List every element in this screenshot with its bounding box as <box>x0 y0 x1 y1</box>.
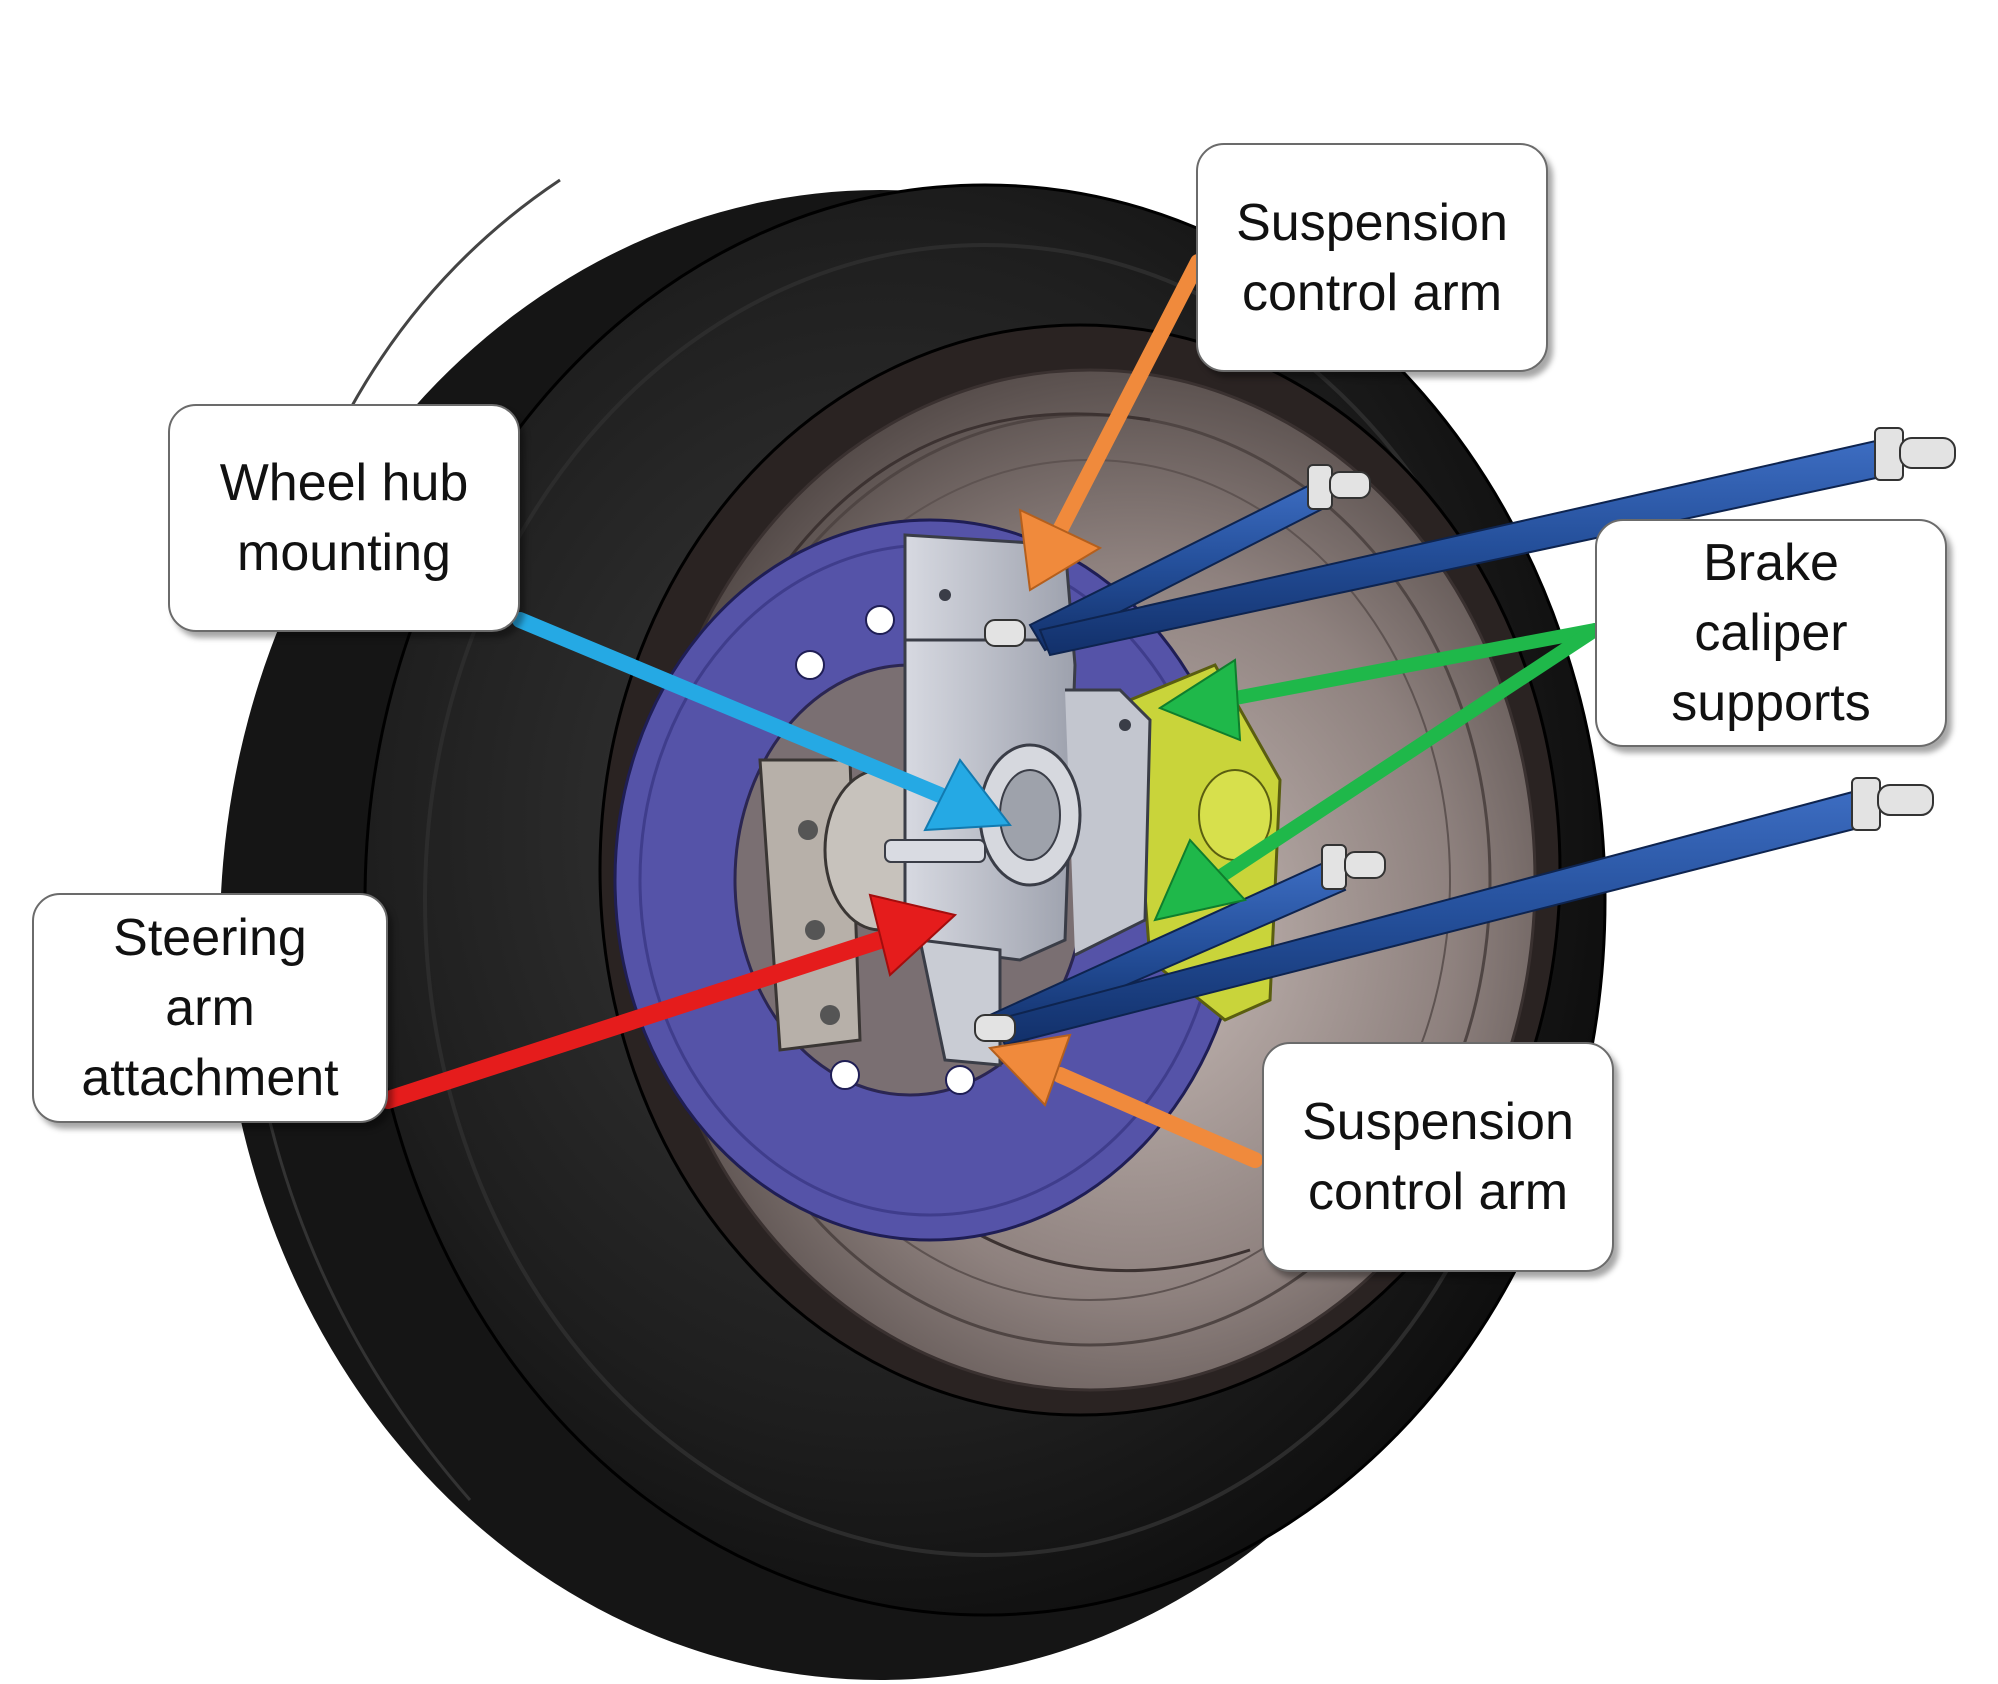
arrow-brake-caliper <box>1153 623 1602 922</box>
callout-line: Wheel hub <box>219 454 469 512</box>
callout-line: Suspension <box>1302 1093 1574 1151</box>
callout-steering-arm-attachment: Steering arm attachment <box>32 893 388 1123</box>
control-arms <box>974 427 1956 1047</box>
arrow-steering-arm <box>379 893 958 1109</box>
callout-line: arm <box>165 979 255 1037</box>
callout-line: caliper <box>1694 604 1848 662</box>
callout-line: supports <box>1671 674 1871 732</box>
callout-wheel-hub-mounting: Wheel hub mounting <box>168 404 520 632</box>
callout-line: Steering <box>113 909 307 967</box>
arrow-wheel-hub <box>512 612 1012 832</box>
callout-line: mounting <box>237 524 451 582</box>
callout-line: attachment <box>81 1049 339 1107</box>
arrow-suspension-top <box>1018 254 1206 592</box>
callout-suspension-control-arm-bottom: Suspension control arm <box>1262 1042 1614 1272</box>
callout-line: control arm <box>1241 263 1503 322</box>
callout-suspension-control-arm-top: Suspension control arm <box>1196 143 1548 372</box>
callout-line: Suspension <box>1236 193 1508 252</box>
callout-line: control arm <box>1307 1163 1569 1221</box>
callout-line: Brake <box>1703 534 1839 592</box>
arrow-suspension-bottom <box>987 1033 1263 1168</box>
callout-brake-caliper-supports: Brake caliper supports <box>1595 519 1947 747</box>
